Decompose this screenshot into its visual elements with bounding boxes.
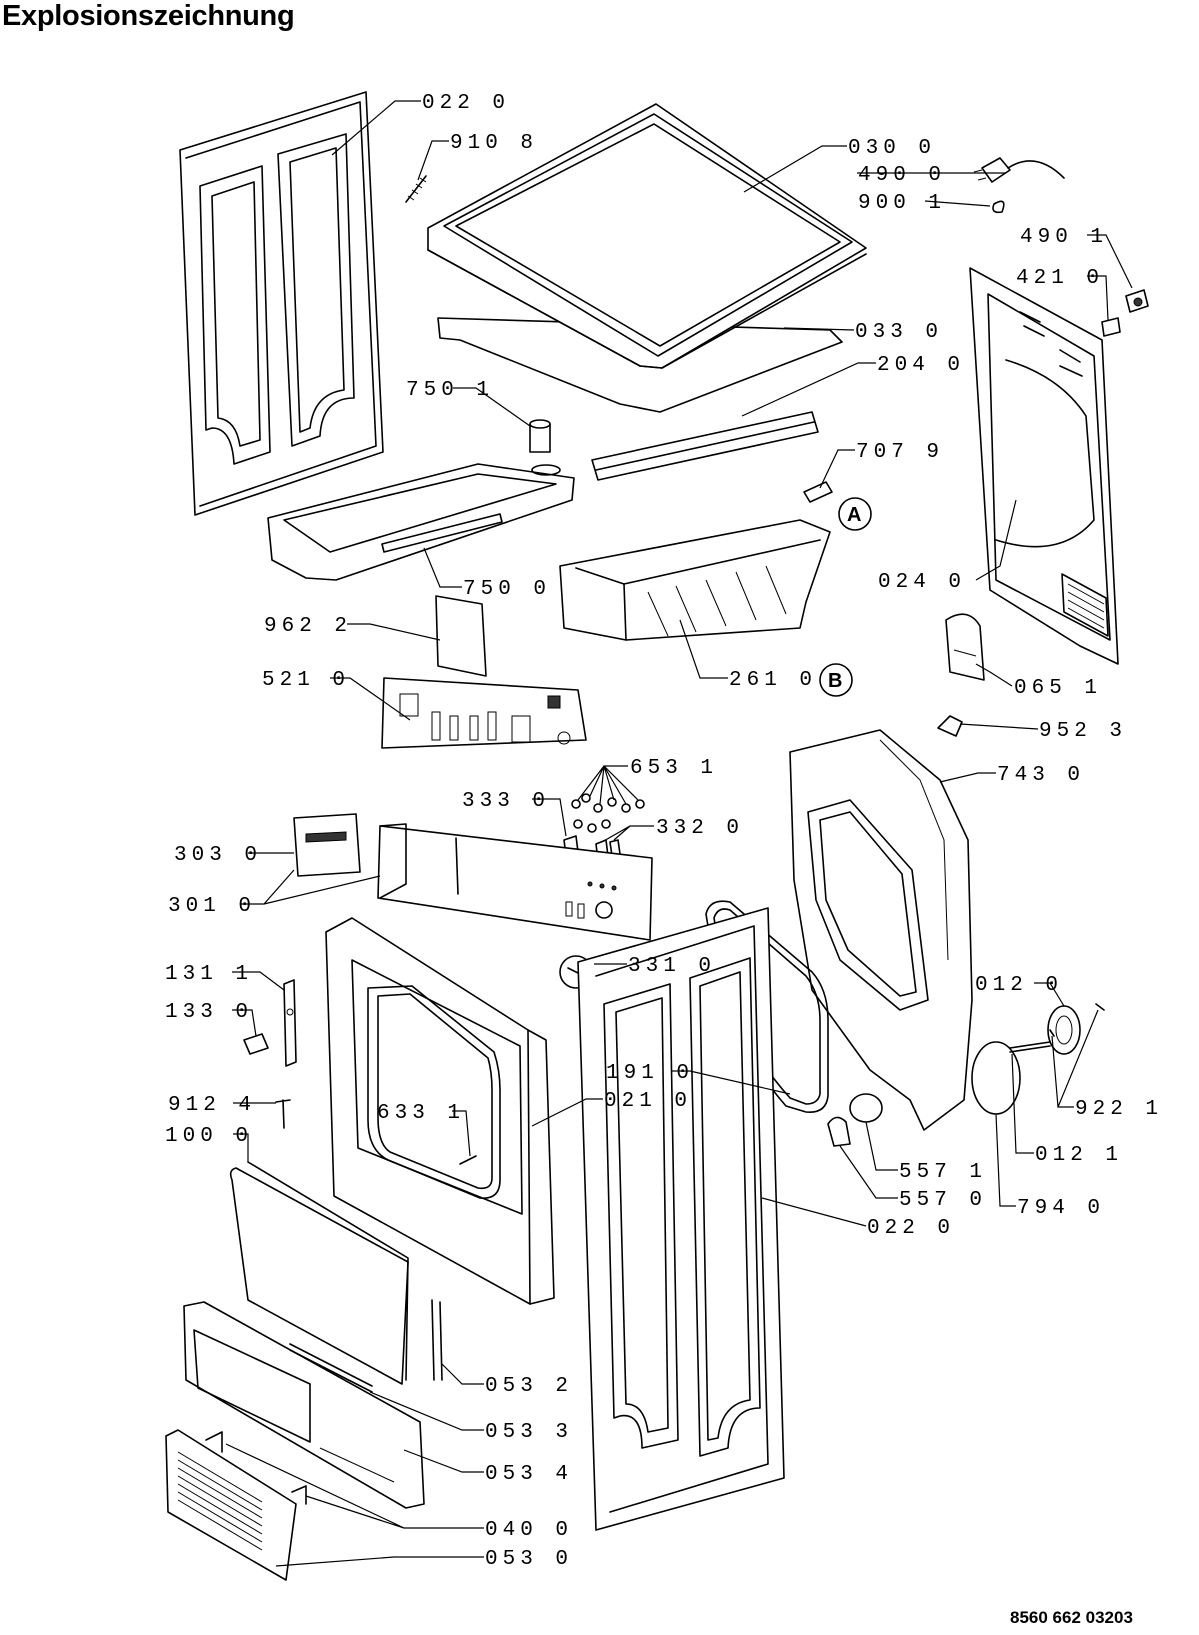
part-label: 653 1 [630,757,718,780]
part-label: 133 0 [165,1001,253,1024]
leader-lines [225,100,1133,1567]
part-label: 053 4 [485,1463,573,1486]
condenser-housing [559,519,831,641]
part-label: 900 1 [858,192,946,215]
part-label: 490 1 [1020,226,1108,249]
interference-filter [1101,317,1121,337]
side-panel-right [577,907,785,1531]
part-label: 012 0 [975,974,1063,997]
plinth-clip [205,1431,307,1505]
part-label: 022 0 [422,92,510,115]
part-label: 794 0 [1017,1197,1105,1220]
bushing [827,1116,851,1147]
part-label: 131 1 [165,963,253,986]
part-label: 024 0 [878,571,966,594]
part-label: 191 0 [606,1062,694,1085]
part-label: 750 0 [463,578,551,601]
plinth-grille [165,1429,297,1581]
document-number: 8560 662 03203 [1010,1608,1133,1627]
part-label: 204 0 [877,354,965,377]
part-label: 012 1 [1035,1144,1123,1167]
part-label: 521 0 [262,669,350,692]
foot [937,715,963,737]
door-lock-rod [459,1155,477,1165]
part-label: 065 1 [1014,677,1102,700]
part-label: 053 2 [485,1375,573,1398]
screw [405,175,427,203]
cable-clip [992,200,1005,214]
top-cover [427,103,867,413]
relay [1125,289,1149,313]
screw [275,1099,291,1129]
part-label: 053 0 [485,1548,573,1571]
hinge-cover [243,1033,269,1055]
side-panel-left [179,91,384,516]
door [229,1161,409,1385]
part-label: 912 4 [168,1094,256,1117]
marker-a-label: A [847,504,861,526]
part-label: 633 1 [377,1102,465,1125]
front-panel [325,917,555,1305]
part-label: 332 0 [656,817,744,840]
hinge [283,979,297,1067]
part-labels: 022 0 910 8 030 0 490 0 900 1 490 1 421 … [165,92,1163,1571]
marker-a: A [838,497,872,531]
part-label: 962 2 [264,615,352,638]
part-label: 333 0 [462,790,550,813]
part-label: 490 0 [858,164,946,187]
part-label: 952 3 [1039,720,1127,743]
fixing-screw [1049,1003,1105,1037]
seal-ring [849,1093,883,1123]
plinth-frame [183,1301,425,1509]
insulating-pad [435,595,487,677]
water-container [267,463,575,581]
shaft [1009,1041,1051,1053]
cable-set [431,1299,443,1381]
part-label: 021 0 [604,1090,692,1113]
part-label: 421 0 [1016,267,1104,290]
part-label: 301 0 [168,895,256,918]
part-label: 922 1 [1075,1098,1163,1121]
part-label: 261 0 [729,669,817,692]
power-cord [973,157,1065,183]
fan [1047,1005,1081,1055]
clip [803,481,833,503]
rear-panel [969,267,1119,665]
part-label: 557 1 [899,1161,987,1184]
air-duct [591,411,819,481]
part-label: 743 0 [997,764,1085,787]
marker-b-label: B [828,670,842,692]
part-label: 030 0 [848,137,936,160]
part-label: 040 0 [485,1519,573,1542]
part-label: 557 0 [899,1189,987,1212]
part-label: 303 0 [174,844,262,867]
page-title: Explosionszeichnung [2,0,295,32]
part-label: 053 3 [485,1421,573,1444]
part-label: 910 8 [450,132,538,155]
grommet-cover [945,613,985,681]
electronic-board [381,677,587,749]
part-label: 022 0 [867,1217,955,1240]
part-label: 750 1 [406,379,494,402]
part-label: 033 0 [855,321,943,344]
base-frame [789,729,973,1131]
dispenser-cap [529,419,551,453]
part-label: 100 0 [165,1125,253,1148]
marker-b: B [819,663,853,697]
part-label: 707 9 [856,441,944,464]
part-label: 331 0 [628,955,716,978]
control-panel [293,813,653,941]
